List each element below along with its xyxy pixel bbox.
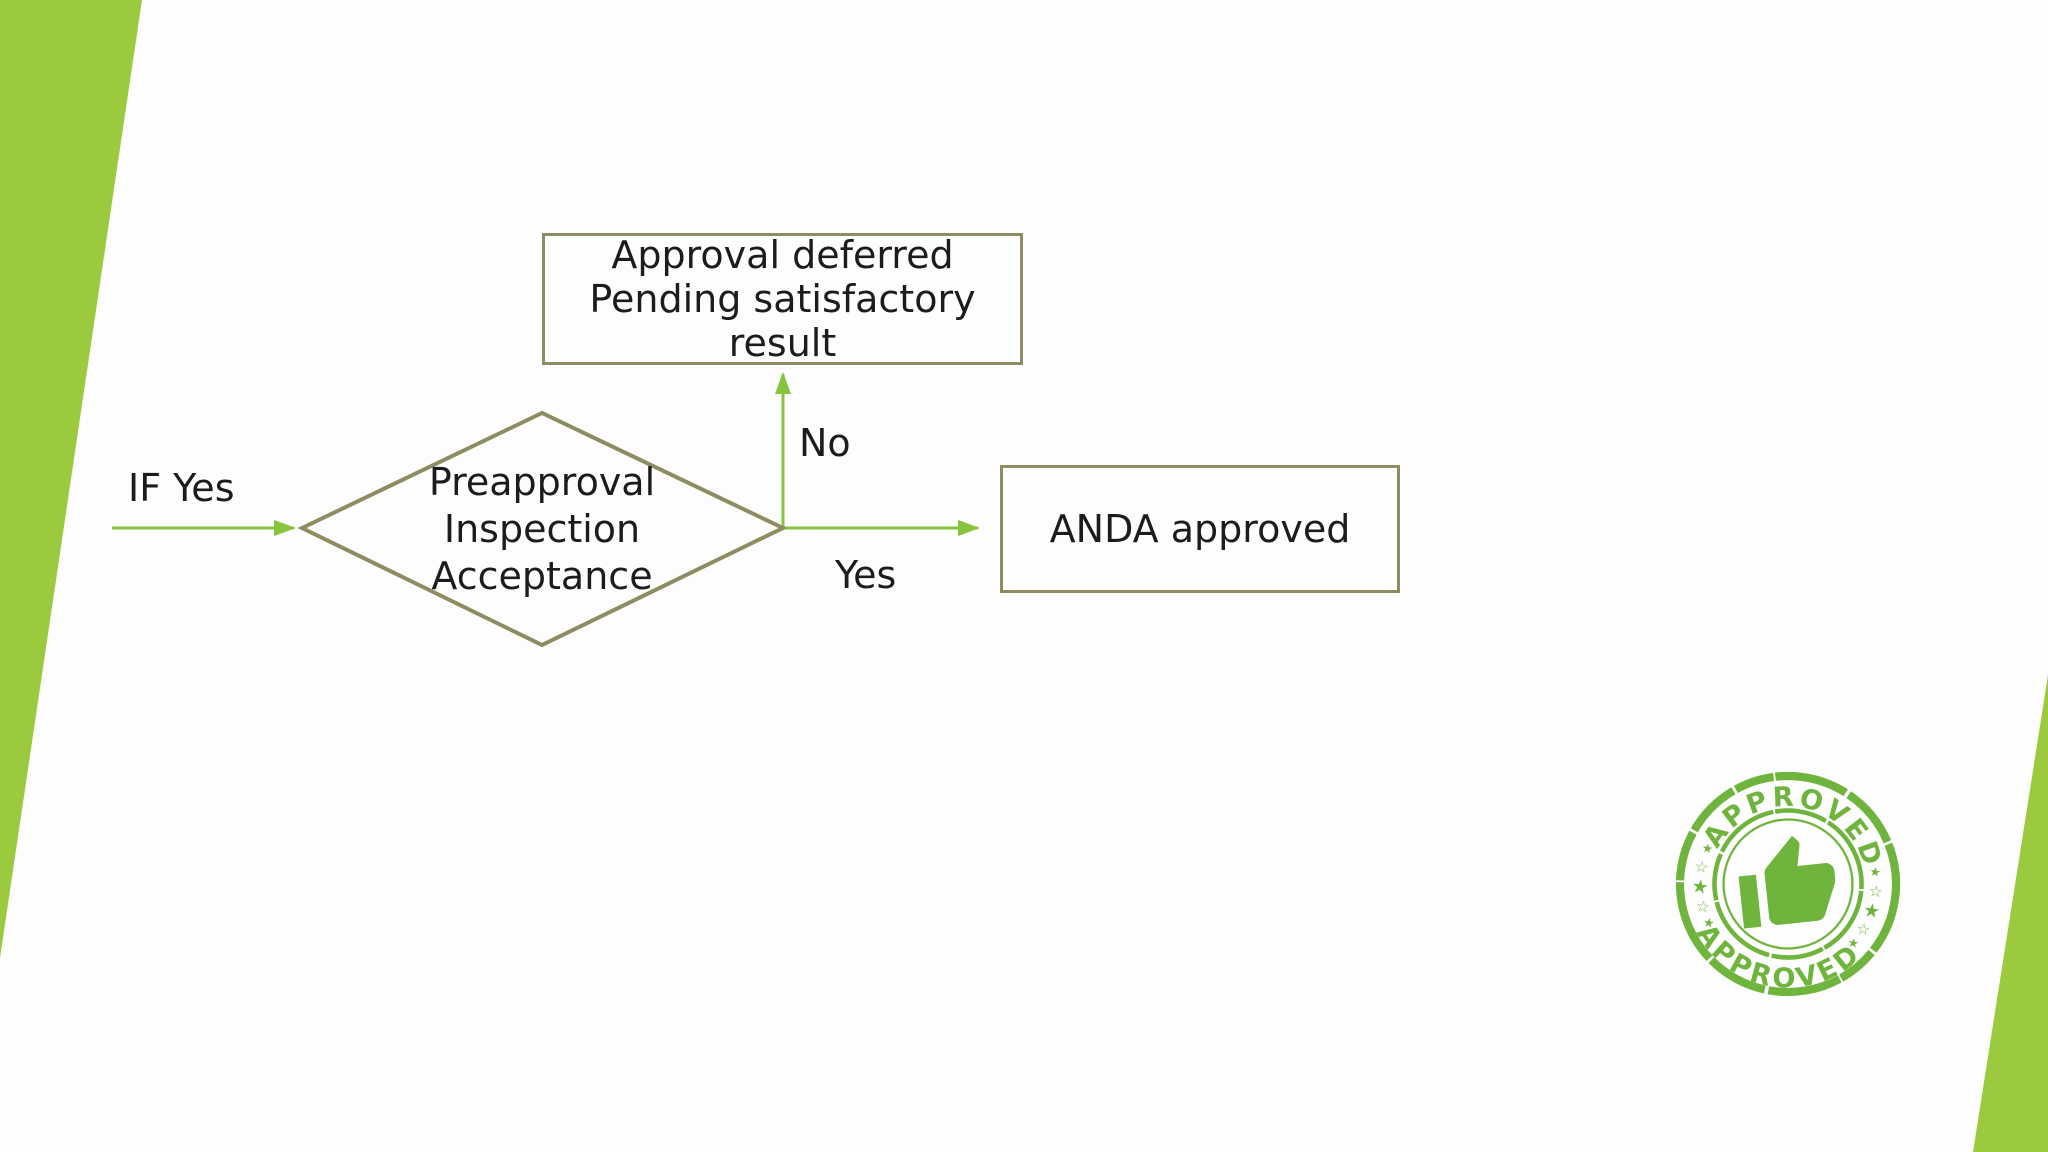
edge-label-if-yes: IF Yes [128,466,235,510]
decision-diamond [297,410,788,648]
star-icon: ★ [1701,840,1714,856]
star-icon: ☆ [1693,857,1709,877]
star-icon: ★ [1690,875,1710,899]
approved-stamp: APPROVED APPROVED ★ ☆ ★ ☆ ★ ★ ☆ ★ ☆ ★ [1675,769,1901,1002]
star-icon: ★ [1702,914,1715,930]
approval-deferred-box: Approval deferred Pending satisfactory r… [542,233,1023,365]
star-icon: ☆ [1868,882,1884,902]
star-icon: ★ [1862,899,1882,923]
edge-label-yes: Yes [835,553,897,597]
stamp-inner-ring [1722,818,1854,950]
stamp-middle-ring [1712,808,1864,960]
corner-wedge-bottom-right [1973,675,2048,1152]
star-icon: ★ [1869,864,1882,880]
decision-diamond-label: Preapproval Inspection Acceptance [428,459,656,598]
star-icon: ☆ [1695,897,1711,917]
stamp-outer-ring [1675,771,1901,997]
anda-approved-box: ANDA approved [1000,465,1400,593]
corner-wedge-top-left [0,0,142,958]
thumbs-up-icon [1738,835,1836,929]
star-icon: ☆ [1855,919,1871,939]
edge-label-no: No [799,421,851,465]
star-icon: ★ [1847,935,1860,951]
